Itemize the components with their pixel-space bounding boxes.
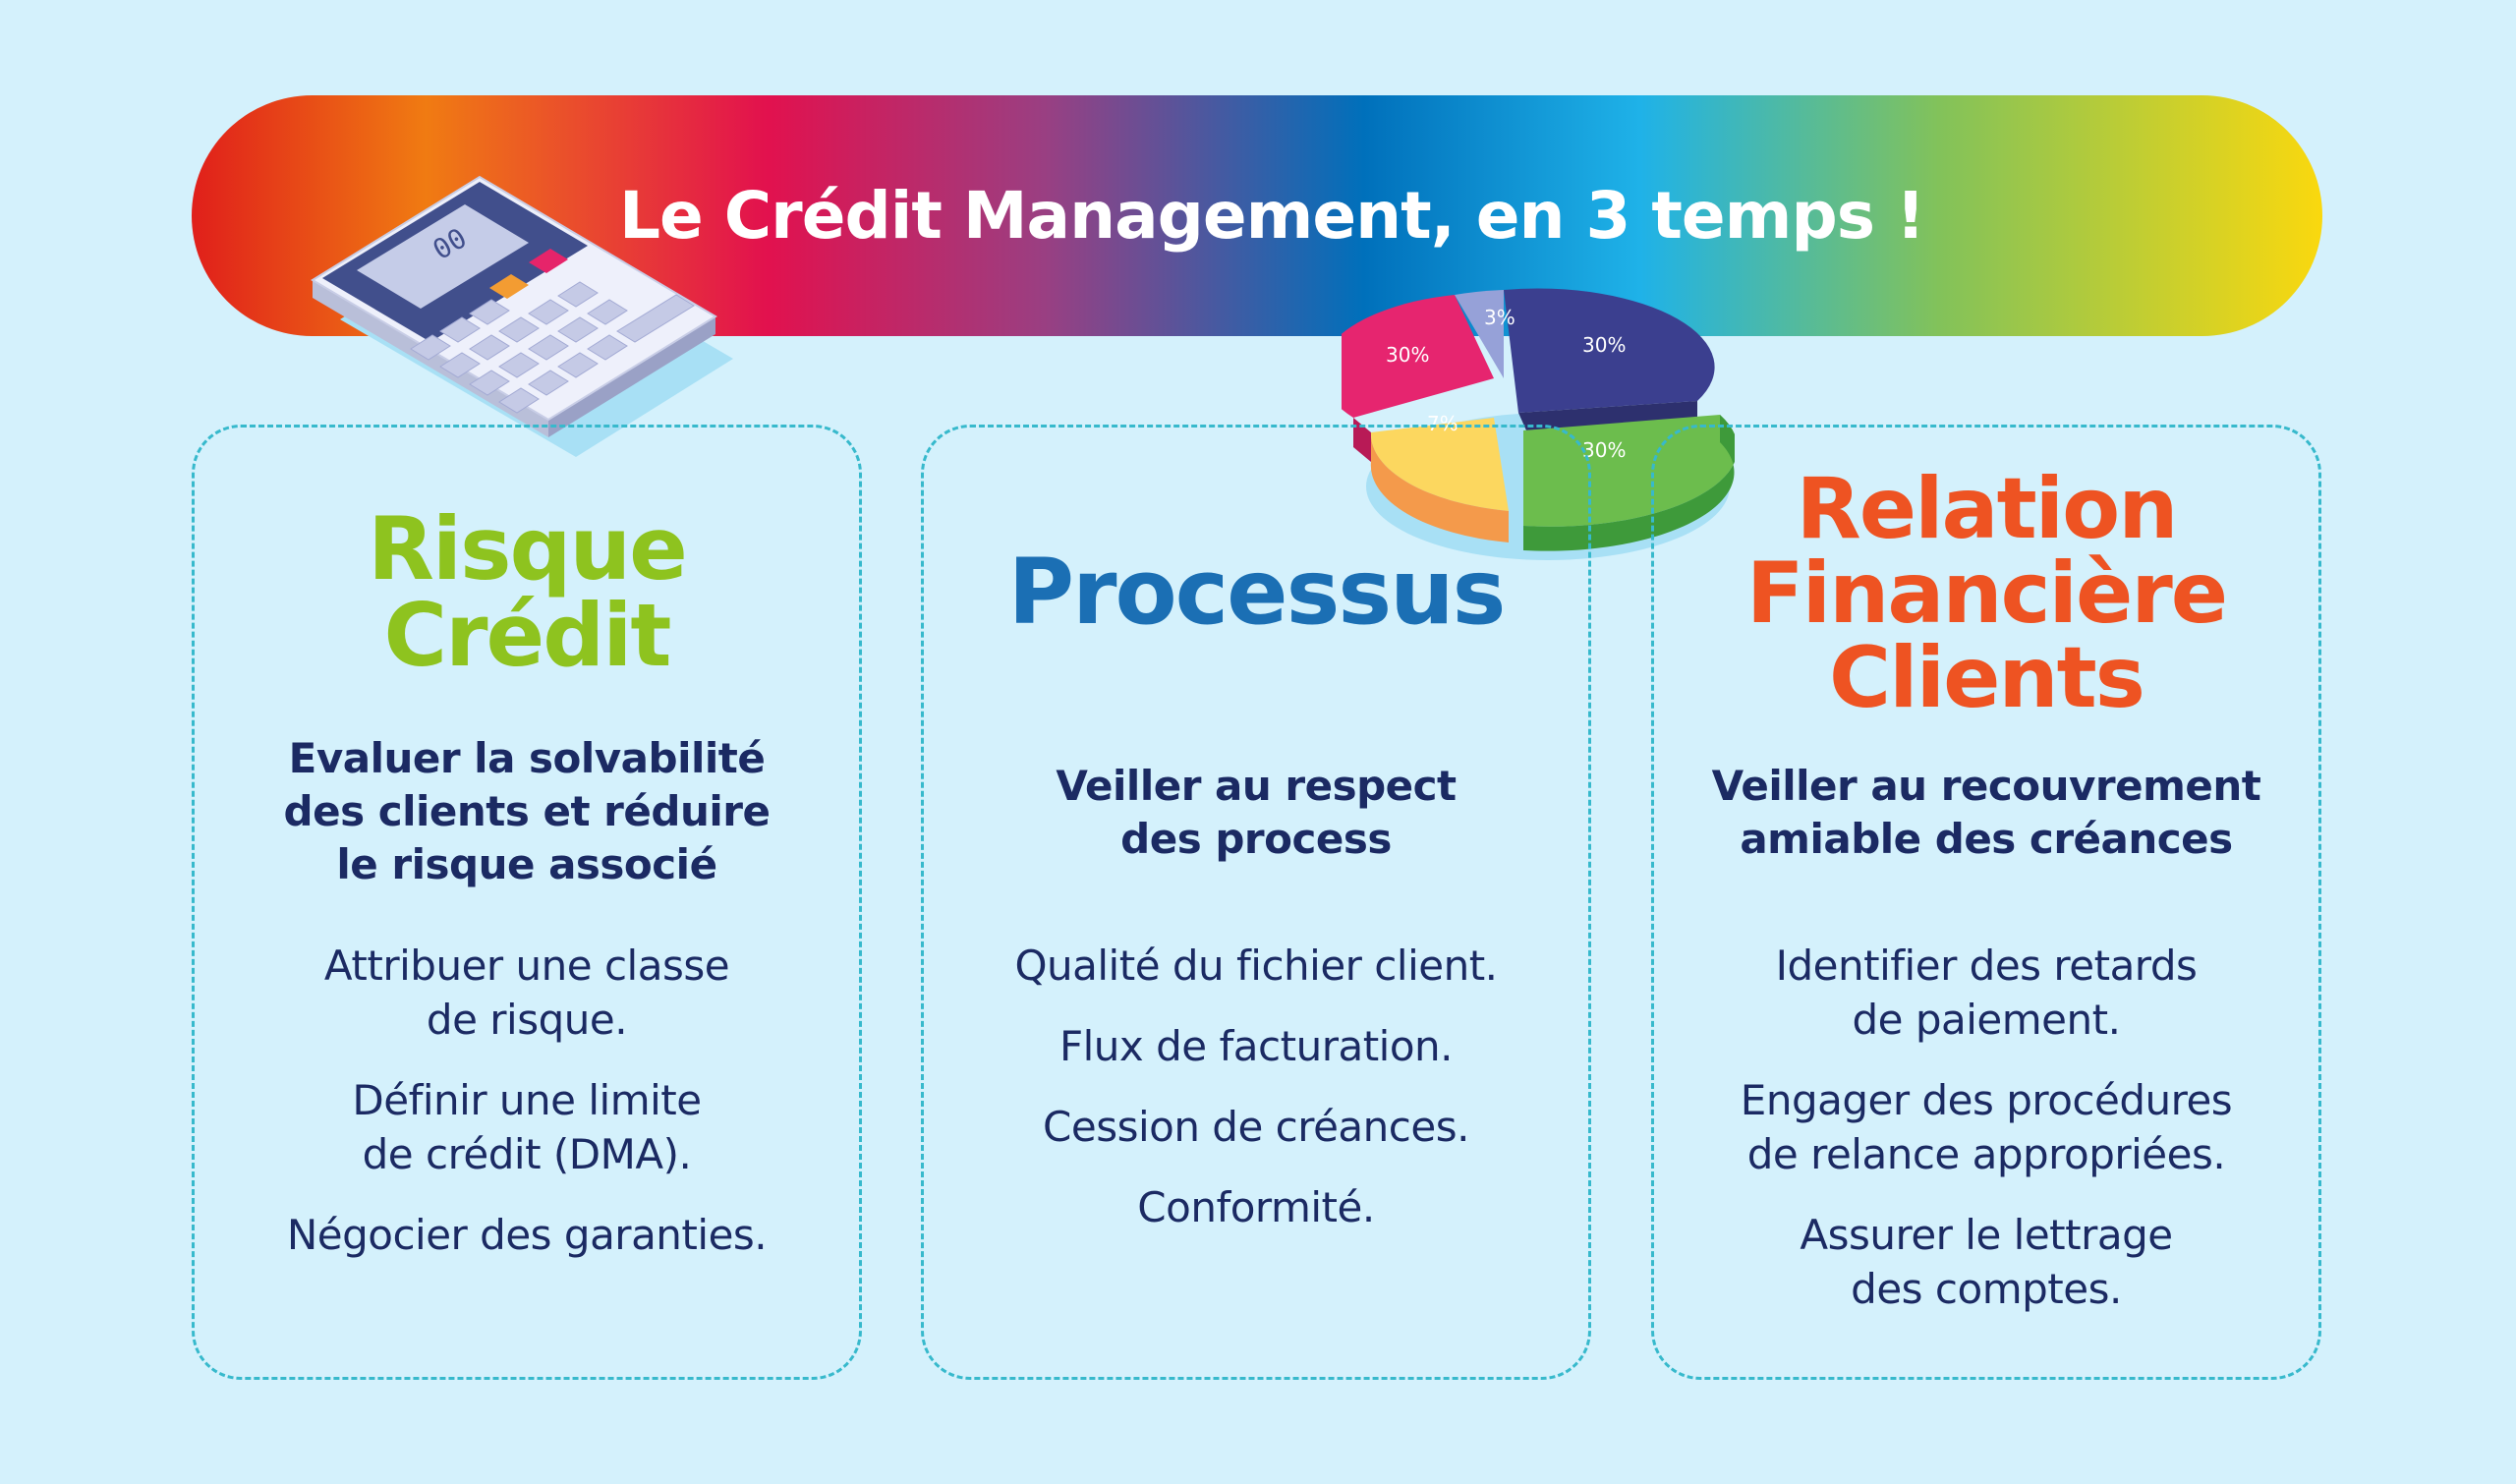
pie-chart-icon: 3% 30% 30% 30% 7% [1342, 288, 1735, 560]
list-item: Qualité du fichier client. [1014, 942, 1498, 990]
card-items: Attribuer une classe de risque. Définir … [195, 939, 859, 1288]
pie-label: 30% [1386, 343, 1429, 367]
card-subtitle: Evaluer la solvabilité des clients et ré… [283, 734, 771, 888]
list-item: Attribuer une classe de risque. [323, 942, 730, 1044]
list-item: Identifier des retards de paiement. [1775, 942, 2198, 1044]
pie-label: 7% [1427, 412, 1458, 435]
card-title: Processus [1007, 540, 1507, 645]
calculator-icon: 00 [311, 175, 733, 457]
card-subtitle: Veiller au recouvrement amiable des créa… [1711, 762, 2261, 863]
pie-label: 30% [1582, 438, 1626, 462]
list-item: Engager des procédures de relance approp… [1740, 1076, 2233, 1178]
card-risque-credit: Risque Crédit Evaluer la solvabilité des… [192, 425, 862, 1380]
list-item: Flux de facturation. [1058, 1022, 1454, 1070]
card-processus: Processus Veiller au respect des process… [921, 425, 1591, 1380]
card-title: Relation Financière Clients [1745, 460, 2228, 727]
pie-label: 30% [1582, 333, 1626, 357]
page-title: Le Crédit Management, en 3 temps ! [618, 178, 1925, 254]
list-item: Cession de créances. [1043, 1103, 1469, 1151]
list-item: Définir une limite de crédit (DMA). [352, 1076, 702, 1178]
list-item: Conformité. [1137, 1183, 1375, 1231]
card-items: Qualité du fichier client. Flux de factu… [924, 939, 1588, 1261]
list-item: Négocier des garanties. [286, 1211, 768, 1259]
pie-label: 3% [1484, 306, 1515, 329]
list-item: Assurer le lettrage des comptes. [1800, 1211, 2173, 1313]
card-title: Risque Crédit [368, 498, 688, 686]
card-items: Identifier des retards de paiement. Enga… [1654, 939, 2318, 1342]
card-subtitle: Veiller au respect des process [1056, 762, 1457, 863]
card-relation-financiere-clients: Relation Financière Clients Veiller au r… [1651, 425, 2321, 1380]
